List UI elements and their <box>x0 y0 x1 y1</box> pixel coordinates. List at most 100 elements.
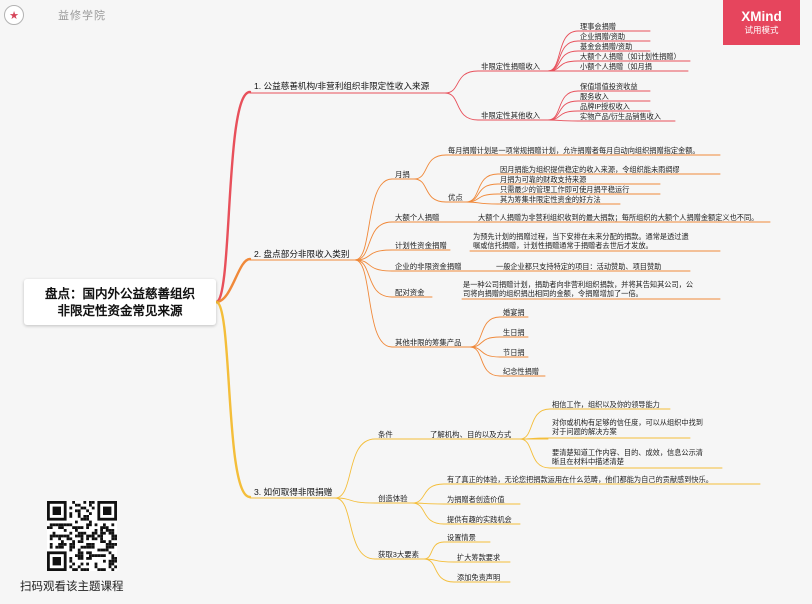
central-topic-line1: 盘点：国内外公益慈善组织 <box>44 286 195 301</box>
b3-conditions-topic[interactable]: 条件 <box>378 430 393 439</box>
b2-pros-connector <box>465 183 499 203</box>
b3-sub-connector <box>334 497 376 560</box>
branch-3-topic[interactable]: 3. 如何取得非限捐赠 <box>254 487 333 497</box>
brand-name: 益修学院 <box>58 10 106 22</box>
qr-code-icon[interactable] <box>47 501 117 571</box>
b2-sub-connector <box>354 178 393 261</box>
b1-sub-connector <box>444 92 479 121</box>
b1-other-item[interactable]: 保值增值投资收益 <box>580 82 638 91</box>
b2-sub-connector <box>354 259 393 298</box>
watermark-subtitle: 试用模式 <box>744 25 779 35</box>
b2-others-item[interactable]: 生日捐 <box>503 328 525 337</box>
b3-three-item[interactable]: 扩大筹款要求 <box>457 553 501 562</box>
b2-pros-connector <box>465 201 499 205</box>
b2-corporate-desc[interactable]: 一般企业都只支持特定的项目：活动赞助、项目赞助 <box>496 262 662 271</box>
b1-donation-item-connector <box>547 60 579 72</box>
b3-experience-item[interactable]: 有了真正的体验，无论您把捐款运用在什么范畴，他们都能为自己的贡献感到快乐。 <box>447 475 713 484</box>
xmind-trial-watermark[interactable]: XMind 试用模式 <box>723 0 800 45</box>
b2-monthly-connector <box>413 178 447 203</box>
b2-matching-desc[interactable]: 是一种公司捐赠计划，捐助者向非营利组织捐款，并将其告知其公司，公 司将向捐赠的组… <box>463 280 694 298</box>
b1-donation-item-connector <box>547 40 579 72</box>
b2-monthly-connector <box>413 154 447 180</box>
central-topic-line2: 非限定性资金常见来源 <box>57 303 183 318</box>
b2-monthly-pro-item[interactable]: 其为筹集非限定性资金的好方法 <box>500 195 601 204</box>
b3-experience-item[interactable]: 提供有趣的实践机会 <box>447 515 512 524</box>
b1-other-item-connector <box>547 90 579 121</box>
b3-condition-item[interactable]: 相信工作，组织以及你的领导能力 <box>552 400 660 409</box>
b2-others-item[interactable]: 节日捐 <box>503 348 525 357</box>
b1-donation-income-topic[interactable]: 非限定性捐赠收入 <box>481 62 541 71</box>
b1-other-item[interactable]: 服务收入 <box>580 92 609 101</box>
b1-donation-item[interactable]: 理事会捐赠 <box>580 22 616 31</box>
branch-3-connector <box>214 300 252 499</box>
b2-major-desc[interactable]: 大额个人捐赠为非营利组织收到的最大捐款；每所组织的大额个人捐赠金额定义也不同。 <box>478 213 759 222</box>
b3-three-connector <box>423 541 445 560</box>
b3-experience-connector <box>411 502 445 505</box>
b2-others-connector <box>469 346 501 377</box>
star-in-circle-icon: ★ <box>4 5 24 25</box>
b2-pros-connector <box>465 193 499 203</box>
b2-planned-desc[interactable]: 为预先计划的捐赠过程，当下安排在未来分配的捐款。通常是透过遗 嘱或信托捐赠，计划… <box>473 232 689 250</box>
b2-sub-connector <box>354 259 393 272</box>
b3-condition-item[interactable]: 对你或机构有足够的信任度，可以从组织中找到 对于问题的解决方案 <box>552 418 703 436</box>
b3-experience-topic[interactable]: 创造体验 <box>378 494 408 503</box>
b2-major-topic[interactable]: 大额个人捐赠 <box>395 213 440 222</box>
b3-experience-connector <box>411 483 445 504</box>
b3-understand-topic[interactable]: 了解机构、目的以及方式 <box>430 430 512 439</box>
b3-experience-connector <box>411 502 445 525</box>
b1-other-item-connector <box>547 119 579 122</box>
b2-sub-connector <box>354 249 393 261</box>
b2-monthly-pro-item[interactable]: 只需最少的管理工作即可使月捐平稳运行 <box>500 185 630 194</box>
b2-sub-connector <box>354 221 393 261</box>
b3-three-connector <box>423 558 455 583</box>
b1-donation-item[interactable]: 小额个人捐赠（如月捐 <box>580 62 652 71</box>
b3-experience-item[interactable]: 为捐赠者创造价值 <box>447 495 505 504</box>
watermark-title: XMind <box>741 9 782 24</box>
b1-donation-item-connector <box>547 50 579 72</box>
central-topic[interactable]: 盘点：国内外公益慈善组织 非限定性资金常见来源 <box>24 279 216 325</box>
branch-1-topic[interactable]: 1. 公益慈善机构/非营利组织非限定性收入来源 <box>254 81 430 91</box>
b1-other-item[interactable]: 实物产品/衍生品销售收入 <box>580 112 662 121</box>
b2-others-item[interactable]: 婚宴捐 <box>503 308 525 317</box>
b2-corporate-topic[interactable]: 企业的非限资金捐赠 <box>395 262 462 271</box>
b2-matching-topic[interactable]: 配对资金 <box>395 288 425 297</box>
b3-three-elements-topic[interactable]: 获取3大要素 <box>378 550 420 559</box>
b2-monthly-pros-topic[interactable]: 优点 <box>448 193 463 202</box>
b3-three-item[interactable]: 添加免责声明 <box>457 573 501 582</box>
b2-others-topic[interactable]: 其他非限的筹集产品 <box>395 338 462 347</box>
b1-donation-item[interactable]: 基金会捐赠/资助 <box>580 42 633 51</box>
b1-other-item[interactable]: 品牌IP授权收入 <box>580 102 630 111</box>
b3-three-connector <box>423 558 455 563</box>
b3-three-item[interactable]: 设置情景 <box>447 533 476 542</box>
b3-condition-connector <box>519 438 551 469</box>
b3-condition-item[interactable]: 要清楚知道工作内容、目的、成效，信息公示清 晰且在材料中描述清楚 <box>552 448 703 466</box>
b2-others-item[interactable]: 纪念性捐赠 <box>503 367 539 376</box>
branch-2-connector <box>214 257 252 304</box>
brand-logo: ★ 益修学院 <box>4 5 106 25</box>
b2-others-connector <box>469 336 501 348</box>
b1-other-income-topic[interactable]: 非限定性其他收入 <box>481 111 541 120</box>
b2-others-connector <box>469 346 501 358</box>
b2-monthly-pro-item[interactable]: 月捐为可靠的财政支持来源 <box>500 175 587 184</box>
b2-others-connector <box>469 316 501 348</box>
branch-1-connector <box>214 90 252 304</box>
b1-other-item-connector <box>547 100 579 121</box>
b2-pros-connector <box>465 173 499 203</box>
b3-condition-connector <box>519 437 551 440</box>
b2-monthly-pro-item[interactable]: 因月捐能为组织提供稳定的收入来源，令组织能未雨绸缪 <box>500 165 680 174</box>
b1-donation-item[interactable]: 大额个人捐赠（如计划性捐赠） <box>580 52 681 61</box>
b3-sub-connector <box>334 438 376 499</box>
b2-sub-connector <box>354 259 393 348</box>
b3-sub-connector <box>334 497 376 504</box>
b2-monthly-desc[interactable]: 每月捐赠计划是一项常规捐赠计划，允许捐赠者每月自动向组织捐赠指定金额。 <box>448 146 700 155</box>
b2-monthly-topic[interactable]: 月捐 <box>395 170 410 179</box>
b1-donation-item[interactable]: 企业捐赠/资助 <box>580 32 626 41</box>
b1-donation-item-connector <box>547 30 579 72</box>
branch-2-topic[interactable]: 2. 盘点部分非限收入类别 <box>254 249 350 259</box>
b3-condition-connector <box>519 408 551 440</box>
b1-sub-connector <box>444 70 479 94</box>
b1-other-item-connector <box>547 110 579 121</box>
b2-planned-topic[interactable]: 计划性资金捐赠 <box>395 241 447 250</box>
qr-caption: 扫码观看该主题课程 <box>20 581 124 593</box>
